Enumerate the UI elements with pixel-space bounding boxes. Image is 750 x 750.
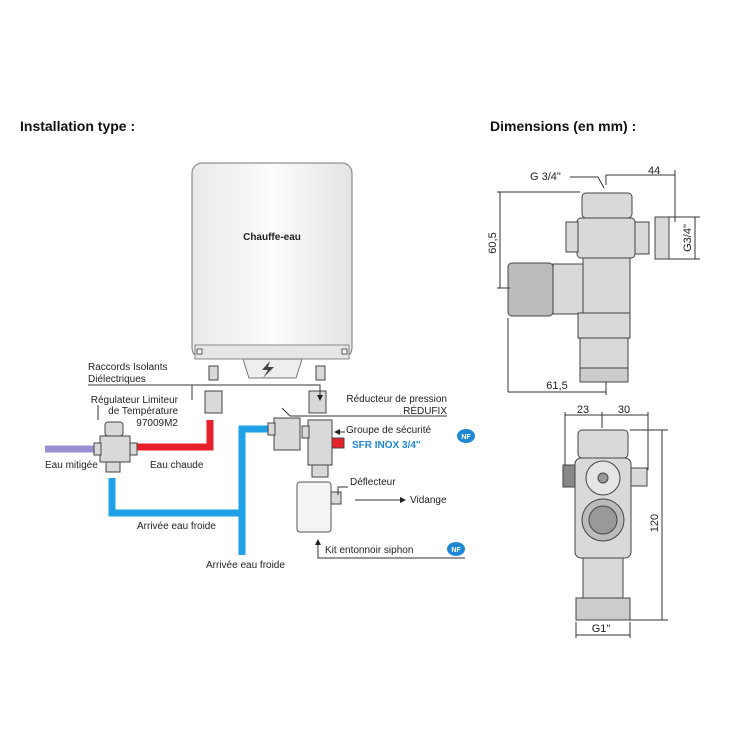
dimension-lines-side: [497, 170, 700, 395]
dim-inlet-thread: G 3/4": [530, 171, 561, 183]
dielectric-fittings: [204, 390, 327, 414]
label-regulateur-1: Régulateur Limiteur: [91, 395, 179, 406]
dim-width-top: 44: [648, 165, 660, 177]
lightning-icon: [262, 361, 274, 378]
dim-front-left: 23: [577, 404, 589, 416]
label-regulateur-3: 97009M2: [136, 418, 178, 429]
dimensions-title: Dimensions (en mm) :: [490, 118, 636, 134]
svg-text:NF: NF: [461, 434, 471, 441]
label-arrivee-1: Arrivée eau froide: [137, 521, 216, 532]
heater-label: Chauffe-eau: [243, 232, 301, 243]
safety-group: [301, 419, 345, 478]
label-reducteur-2: RÉDUFIX: [403, 404, 447, 417]
siphon-funnel: [296, 481, 342, 533]
dim-width-bottom: 61,5: [546, 380, 567, 392]
hot-water-pipe: [137, 420, 214, 451]
label-groupe-2: SFR INOX 3/4'': [352, 440, 421, 451]
dim-front-right: 30: [618, 404, 630, 416]
temperature-regulator: [93, 421, 138, 473]
dim-total-height: 120: [649, 514, 661, 532]
dim-height-top: 60,5: [487, 232, 499, 253]
nf-logo: NF: [447, 542, 465, 556]
pressure-reducer: [267, 417, 301, 451]
label-kit: Kit entonnoir siphon: [325, 545, 413, 556]
label-eau-mitigee: Eau mitigée: [45, 460, 98, 471]
installation-title: Installation type :: [20, 118, 135, 134]
label-eau-chaude: Eau chaude: [150, 460, 204, 471]
label-regulateur-2: de Température: [108, 406, 178, 417]
label-vidange: Vidange: [410, 495, 447, 506]
label-raccords-2: Diélectriques: [88, 374, 146, 385]
cold-water-pipe: [108, 425, 268, 555]
label-arrivee-2: Arrivée eau froide: [206, 560, 285, 571]
water-heater: Chauffe-eau: [191, 162, 353, 381]
svg-text:NF: NF: [451, 547, 461, 554]
valve-front-view: [562, 429, 648, 621]
dim-side-thread: G3/4": [682, 224, 694, 252]
label-deflecteur: Déflecteur: [350, 477, 396, 488]
dimension-lines-front: [564, 412, 668, 638]
label-groupe-1: Groupe de sécurité: [346, 425, 431, 436]
nf-logo: NF: [457, 429, 475, 443]
label-raccords-1: Raccords Isolants: [88, 362, 167, 373]
dim-outlet-thread: G1": [592, 623, 611, 635]
valve-side-view: [507, 192, 670, 383]
label-reducteur-1: Réducteur de pression: [346, 394, 447, 405]
